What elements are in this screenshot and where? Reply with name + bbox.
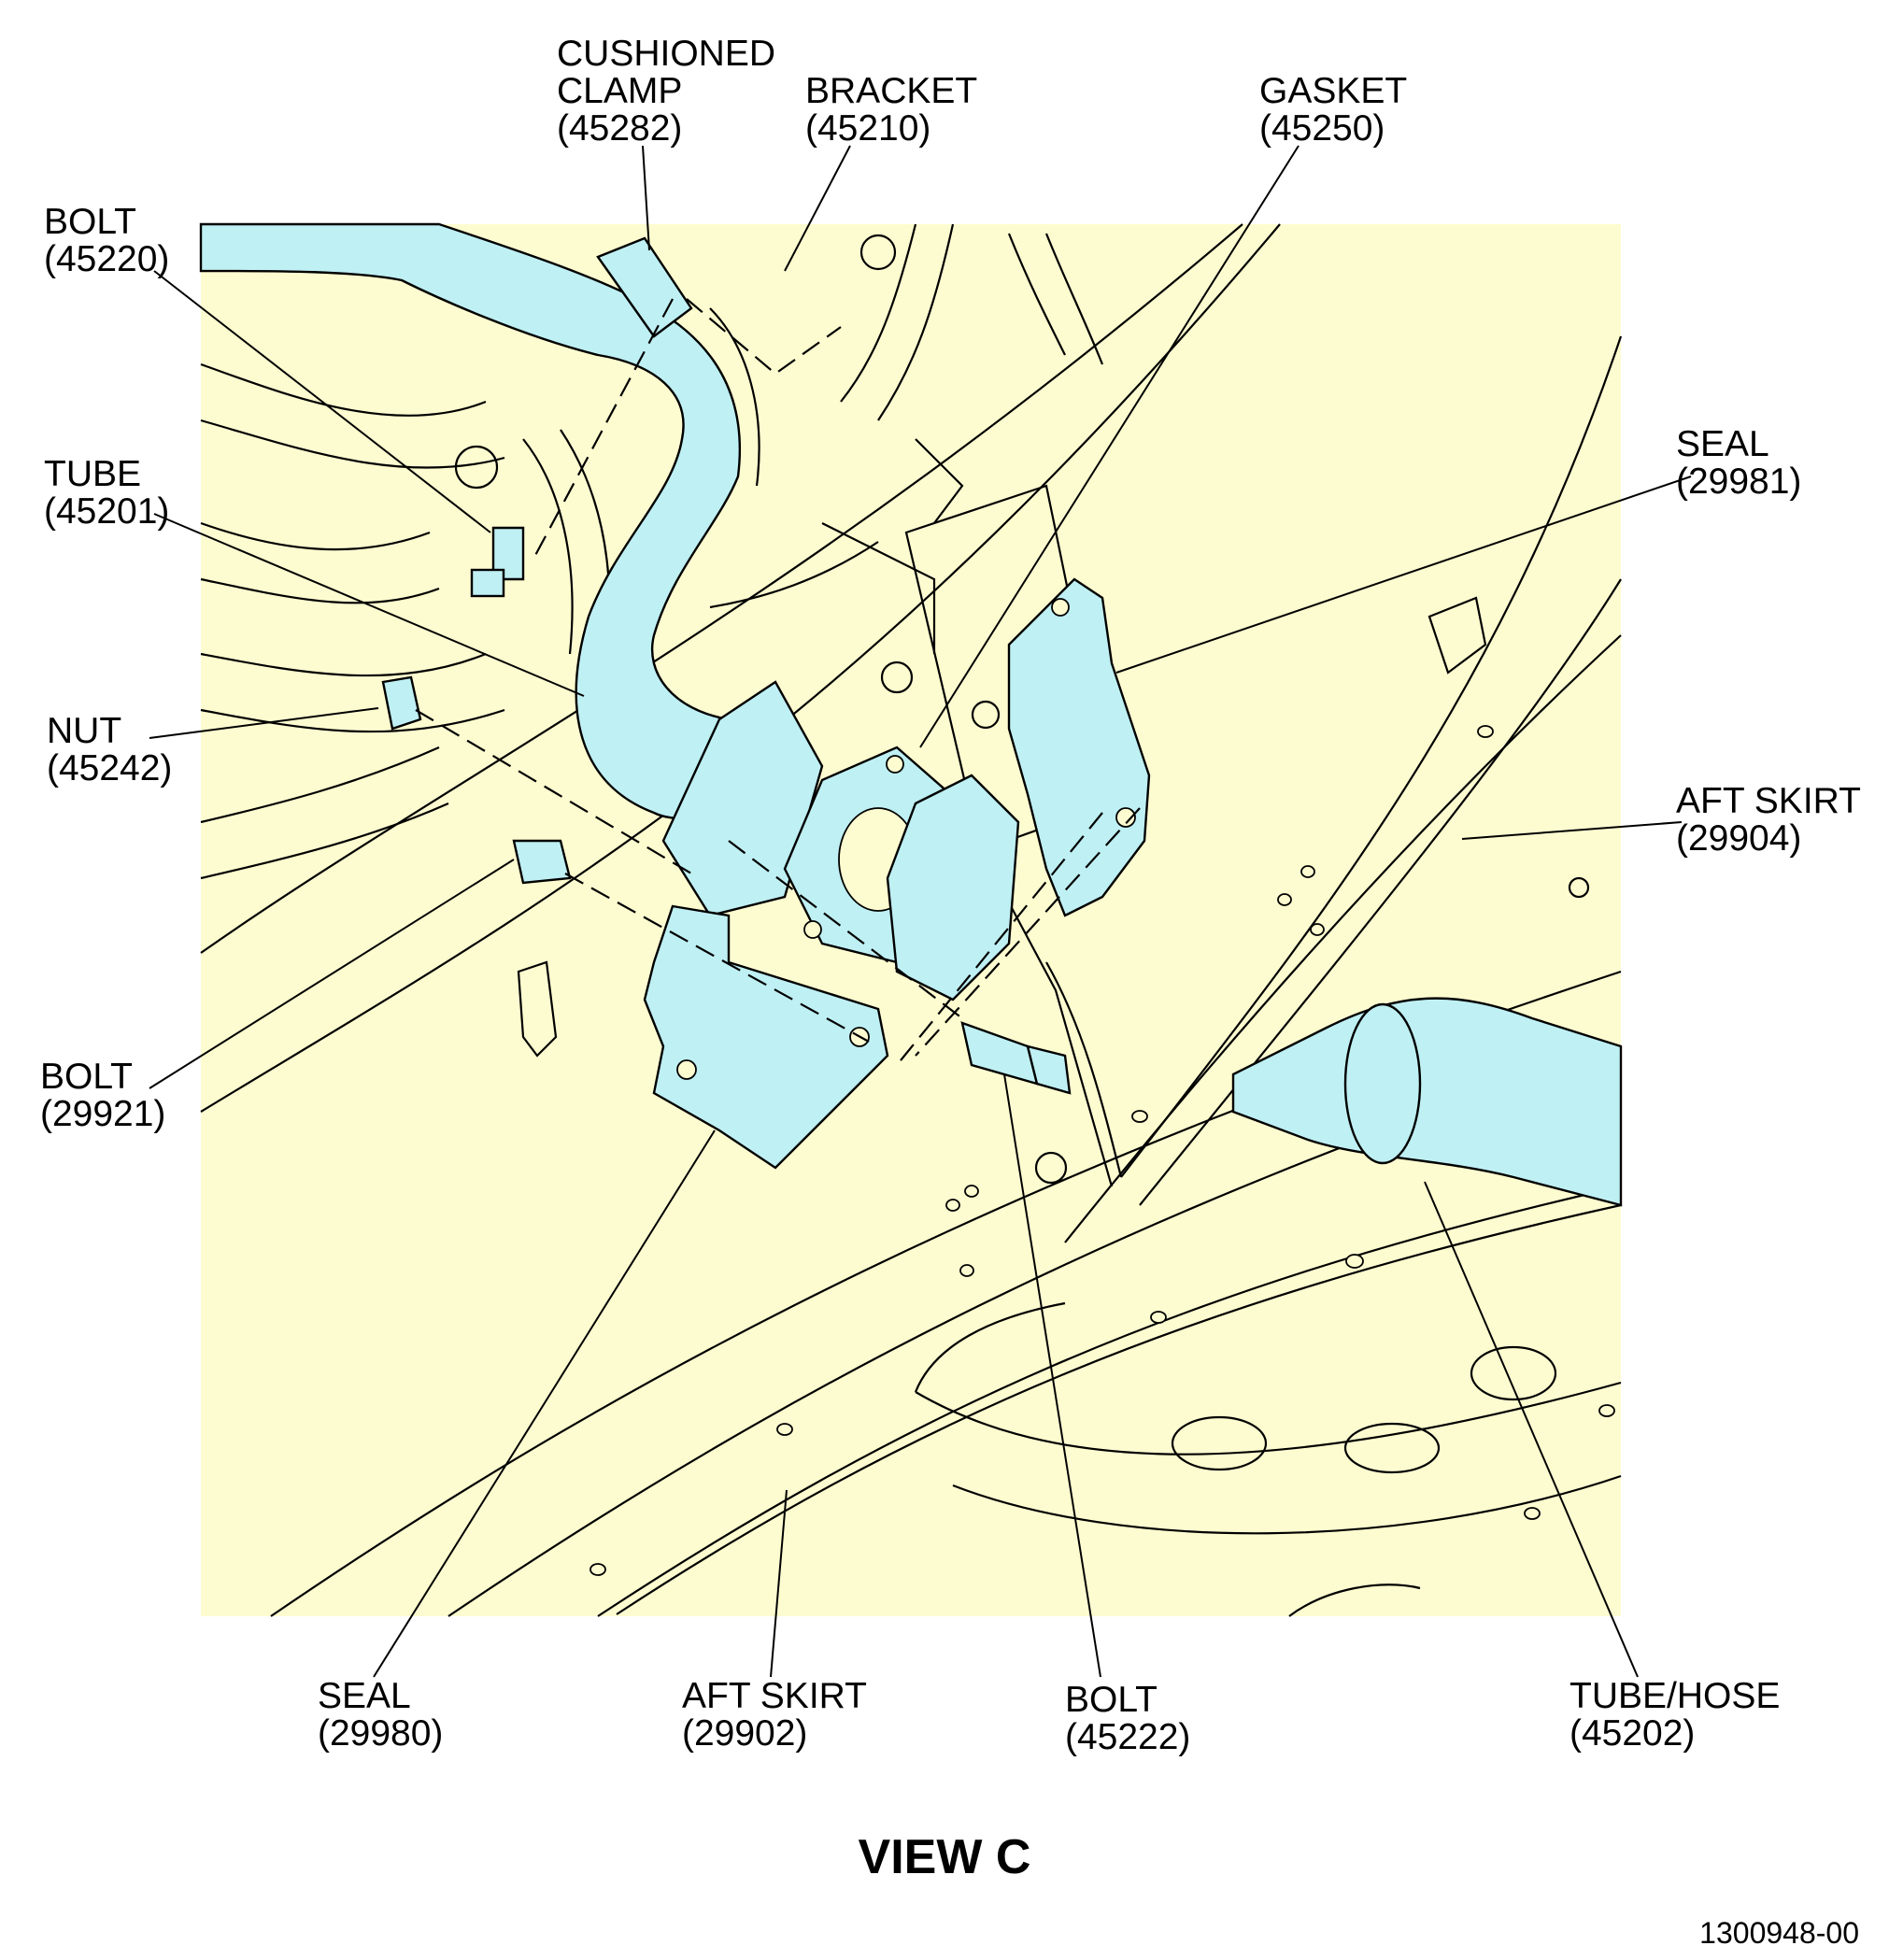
svg-text:(45210): (45210) <box>805 108 930 149</box>
svg-text:(45222): (45222) <box>1065 1717 1190 1757</box>
callout-bolt-45222-line2: (45222) <box>1065 1717 1190 1757</box>
svg-text:(45250): (45250) <box>1259 108 1385 149</box>
svg-text:(45220): (45220) <box>44 239 169 279</box>
assembly-path-lines <box>415 298 1141 1066</box>
seal-29980-part <box>643 904 889 1170</box>
cushioned-clamp-part <box>596 236 693 338</box>
svg-text:(29904): (29904) <box>1676 818 1801 859</box>
svg-text:CUSHIONED: CUSHIONED <box>557 34 775 74</box>
callout-gasket-line2: (45250) <box>1259 108 1385 149</box>
callout-bolt-29921-line2: (29921) <box>40 1094 165 1134</box>
svg-text:BOLT: BOLT <box>44 202 136 242</box>
callout-bracket-line2: (45210) <box>805 108 930 149</box>
svg-text:GASKET: GASKET <box>1259 71 1407 111</box>
svg-text:(45242): (45242) <box>47 748 172 788</box>
svg-text:NUT: NUT <box>47 711 121 751</box>
svg-text:AFT SKIRT: AFT SKIRT <box>1676 781 1861 821</box>
callout-bolt-29921-line1: BOLT <box>40 1057 133 1097</box>
seal-29981-part <box>1007 577 1151 917</box>
callout-seal-29981-line1: SEAL <box>1676 424 1769 464</box>
callout-aft-skirt-29902-line2: (29902) <box>682 1713 807 1754</box>
callout-gasket-line1: GASKET <box>1259 71 1407 111</box>
tube-45201-part <box>199 222 749 820</box>
svg-text:TUBE/HOSE: TUBE/HOSE <box>1569 1676 1780 1716</box>
callout-bolt-45220-line1: BOLT <box>44 202 136 242</box>
callout-tube-hose-45202-line2: (45202) <box>1569 1713 1695 1754</box>
callout-aft-skirt-29902-line1: AFT SKIRT <box>682 1676 867 1716</box>
tube-hose-45202-part <box>1231 997 1623 1207</box>
callout-aft-skirt-29904-line1: AFT SKIRT <box>1676 781 1861 821</box>
callout-seal-29980-line2: (29980) <box>318 1713 443 1754</box>
svg-text:(29981): (29981) <box>1676 462 1801 502</box>
figure-number: 1300948-00 <box>1699 1916 1859 1950</box>
svg-text:SEAL: SEAL <box>318 1676 411 1716</box>
callout-bolt-45222-line1: BOLT <box>1065 1680 1158 1720</box>
callout-labels: CUSHIONED CLAMP (45282) BRACKET (45210) … <box>40 34 1861 1757</box>
svg-text:(45282): (45282) <box>557 108 682 149</box>
bolt-45220-part <box>491 526 525 581</box>
svg-text:SEAL: SEAL <box>1676 424 1769 464</box>
nut-45242-part <box>381 675 422 731</box>
highlighted-parts <box>199 222 1623 1207</box>
svg-text:(29980): (29980) <box>318 1713 443 1754</box>
callout-aft-skirt-29904-line2: (29904) <box>1676 818 1801 859</box>
bolt-29921-part <box>512 839 572 885</box>
callout-seal-29980-line1: SEAL <box>318 1676 411 1716</box>
svg-text:(29921): (29921) <box>40 1094 165 1134</box>
svg-text:(45201): (45201) <box>44 491 169 532</box>
view-title: VIEW C <box>859 1830 1031 1884</box>
svg-text:BOLT: BOLT <box>1065 1680 1158 1720</box>
svg-text:BOLT: BOLT <box>40 1057 133 1097</box>
callout-bolt-45220-line2: (45220) <box>44 239 169 279</box>
tube-flange-part <box>661 680 824 917</box>
callout-nut-45242-line2: (45242) <box>47 748 172 788</box>
callout-cushioned-clamp-line2: CLAMP <box>557 71 682 111</box>
svg-text:(45202): (45202) <box>1569 1713 1695 1754</box>
svg-text:CLAMP: CLAMP <box>557 71 682 111</box>
callout-nut-45242-line1: NUT <box>47 711 121 751</box>
callout-bracket-line1: BRACKET <box>805 71 977 111</box>
callout-seal-29981-line2: (29981) <box>1676 462 1801 502</box>
callout-tube-hose-45202-line1: TUBE/HOSE <box>1569 1676 1780 1716</box>
svg-text:AFT SKIRT: AFT SKIRT <box>682 1676 867 1716</box>
mating-flange-part <box>886 774 1020 1001</box>
callout-tube-45201-line1: TUBE <box>44 454 141 494</box>
leader-lines <box>149 145 1692 1678</box>
svg-text:TUBE: TUBE <box>44 454 141 494</box>
callout-tube-45201-line2: (45201) <box>44 491 169 532</box>
svg-text:BRACKET: BRACKET <box>805 71 977 111</box>
callout-cushioned-clamp-line3: (45282) <box>557 108 682 149</box>
callout-cushioned-clamp-line1: CUSHIONED <box>557 34 775 74</box>
svg-text:(29902): (29902) <box>682 1713 807 1754</box>
